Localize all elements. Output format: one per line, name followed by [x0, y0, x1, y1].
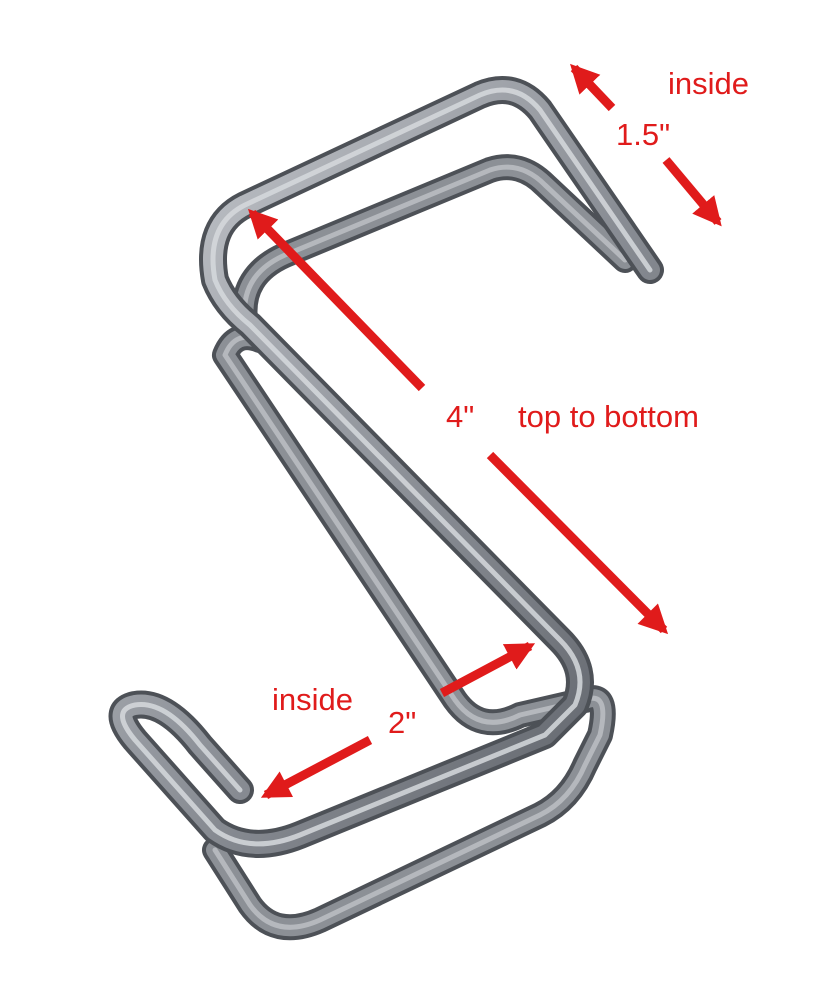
- top-width-arrow-lower: [662, 157, 722, 227]
- hook-back-strand: [202, 154, 638, 941]
- top-width-arrow-upper: [570, 63, 616, 112]
- top-inside-label: inside: [668, 66, 749, 101]
- bottom-width-label: 2": [388, 705, 416, 740]
- height-arrow-lower: [486, 451, 669, 635]
- bottom-inside-label: inside: [272, 682, 353, 717]
- dimension-arrows: [247, 63, 722, 799]
- hook-front-strand: [108, 76, 664, 858]
- height-note-label: top to bottom: [518, 399, 699, 434]
- bottom-width-arrow-upper: [439, 642, 536, 697]
- height-label: 4": [446, 399, 474, 434]
- bottom-width-arrow-lower: [260, 736, 373, 799]
- top-width-label: 1.5": [616, 117, 670, 152]
- height-arrow-upper: [247, 208, 426, 392]
